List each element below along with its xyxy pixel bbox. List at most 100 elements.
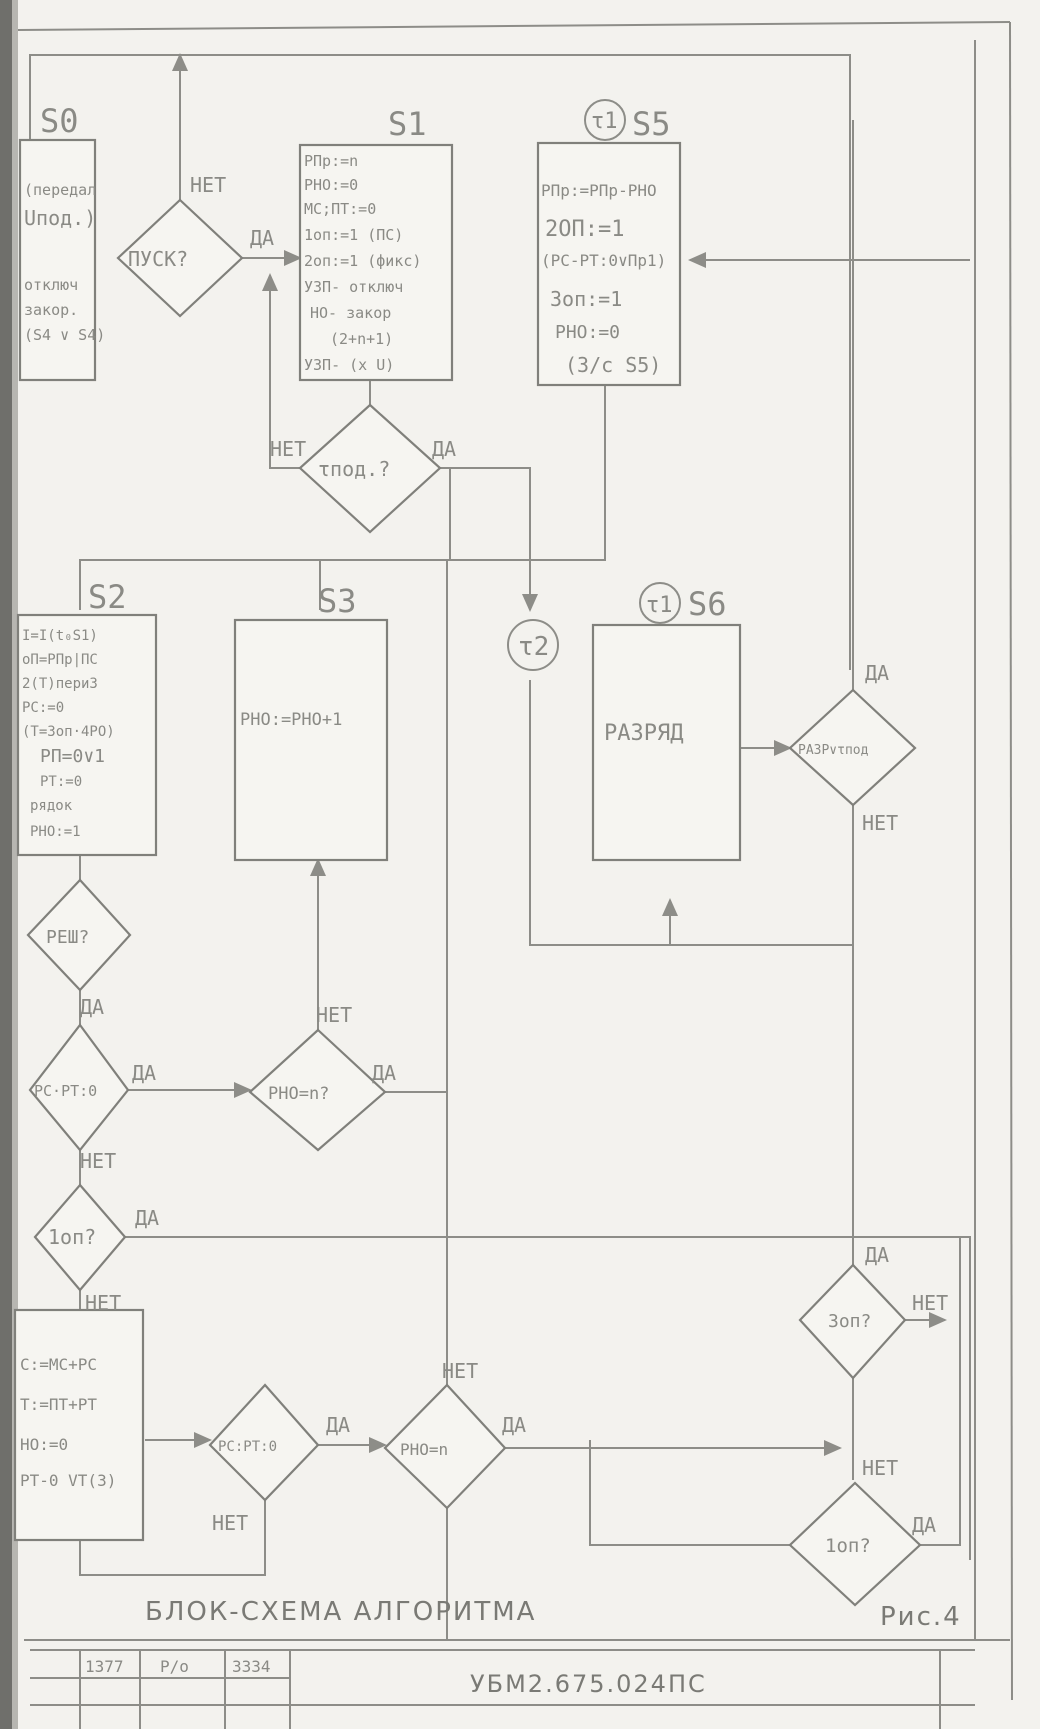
decision-op3: 3оп?: [798, 1263, 907, 1380]
s1-line: РНО:=0: [304, 176, 358, 194]
stamp-cell: 3334: [232, 1657, 271, 1676]
label-no: НЕТ: [212, 1511, 248, 1535]
label-no: НЕТ: [316, 1003, 352, 1027]
state-s1-lines: РПр:=n РНО:=0 МС;ПТ:=0 1оп:=1 (ПС) 2оп:=…: [304, 152, 421, 374]
state-s0-lines: (передал Uпод.) отключ закор. (S4 ∨ S4): [24, 181, 105, 344]
s5-line: РПр:=РПр-РНО: [541, 181, 657, 200]
decision-label: РС:РТ:0: [218, 1439, 277, 1455]
s1-line: МС;ПТ:=0: [304, 200, 376, 218]
t2-connector: [507, 619, 559, 671]
title-block: 1377 Р/о 3334 УБМ2.675.024ПС: [30, 1649, 975, 1729]
state-s1-title: S1: [388, 105, 427, 143]
decision-label: ПУСК?: [128, 247, 188, 271]
s0-line: (S4 ∨ S4): [24, 326, 105, 344]
decision-rcrt: РС·РТ:0: [28, 1023, 130, 1152]
label-no: НЕТ: [442, 1359, 478, 1383]
stamp-cell: 1377: [85, 1657, 124, 1676]
s5-line: (РС-РТ:0∨Пр1): [541, 251, 666, 270]
state-s6-timer: τ1: [646, 593, 673, 618]
s5-line: (3/c S5): [565, 353, 661, 377]
state-s3-title: S3: [318, 582, 357, 620]
state-s3-text: РНО:=РНО+1: [240, 710, 342, 730]
decision-label: 3оп?: [828, 1311, 871, 1332]
s1-line: (2+n+1): [330, 330, 393, 348]
s2-line: РП=0∨1: [40, 746, 105, 767]
s1-line: 1оп:=1 (ПС): [304, 226, 403, 244]
s2-line: РС:=0: [22, 700, 64, 716]
flow-lines: [29, 53, 971, 1640]
state-s1-box: [298, 143, 454, 382]
state-s6-text: РАЗРЯД: [604, 721, 683, 746]
s4-line: С:=МС+РС: [20, 1355, 97, 1374]
t2-label: τ2: [518, 632, 549, 662]
state-s5-title: S5: [632, 105, 671, 143]
s2-line: (Т=3оп·4РО): [22, 724, 115, 740]
s2-line: 2(Т)пери3: [22, 676, 98, 692]
state-s2-lines: I=I(t₀S1) оП=РПр|ПС 2(Т)пери3 РС:=0 (Т=3…: [22, 628, 115, 840]
state-s0-title: S0: [40, 102, 79, 140]
state-s5-lines: РПр:=РПр-РНО 2ОП:=1 (РС-РТ:0∨Пр1) 3оп:=1…: [541, 181, 666, 377]
state-s3-box: [233, 618, 389, 862]
decision-label: РНО=n: [400, 1440, 448, 1459]
s5-line: 2ОП:=1: [545, 217, 624, 242]
label-yes: ДА: [865, 661, 889, 685]
s1-line: УЗП- (x U): [304, 356, 394, 374]
decision-rho-n-1: РНО=n?: [248, 1028, 387, 1152]
label-yes: ДА: [502, 1413, 526, 1437]
decision-op1-a: 1оп?: [33, 1183, 127, 1292]
s0-line: отключ: [24, 276, 78, 294]
label-yes: ДА: [132, 1061, 156, 1085]
figure-number: Рис.4: [880, 1602, 962, 1632]
s4-line: НО:=0: [20, 1435, 68, 1454]
s1-line: НО- закор: [310, 304, 391, 322]
document-code: УБМ2.675.024ПС: [470, 1670, 707, 1698]
label-yes: ДА: [432, 437, 456, 461]
s5-line: 3оп:=1: [550, 287, 622, 311]
s2-line: РНО:=1: [30, 824, 81, 840]
s0-line: закор.: [24, 301, 78, 319]
timer-circle: [639, 582, 681, 624]
decision-label: 1оп?: [48, 1225, 96, 1249]
decision-pusk: ПУСК?: [116, 198, 244, 318]
decision-razr: РАЗР∨τпод: [788, 688, 917, 807]
s1-line: РПр:=n: [304, 152, 358, 170]
s1-line: УЗП- отключ: [304, 278, 403, 296]
decision-label: РС·РТ:0: [34, 1082, 97, 1100]
decision-tpod: τпод.?: [298, 403, 442, 534]
state-s0-box: [18, 138, 97, 382]
label-no: НЕТ: [85, 1291, 121, 1315]
scan-edge: [0, 0, 12, 1729]
decision-label: РНО=n?: [268, 1084, 329, 1104]
s0-line: Uпод.): [24, 206, 96, 230]
decision-rho-n-2: РНО=n: [383, 1383, 507, 1510]
label-no: НЕТ: [80, 1149, 116, 1173]
decision-label: τпод.?: [318, 457, 390, 481]
decision-op1-b: 1оп?: [788, 1481, 922, 1607]
timer-circle: [584, 99, 626, 141]
state-s5-box: [536, 141, 682, 387]
decision-resh: РЕШ?: [26, 878, 132, 992]
label-no: НЕТ: [862, 1456, 898, 1480]
state-s6-box: [591, 623, 742, 862]
label-no: НЕТ: [190, 173, 226, 197]
branch-labels: НЕТ ДА НЕТ ДА ДА ДА НЕТ НЕТ ДА ДА НЕТ ДА…: [80, 173, 948, 1537]
decision-label: РАЗР∨τпод: [798, 743, 869, 758]
state-s4-box: [13, 1308, 145, 1542]
state-s2-title: S2: [88, 578, 127, 616]
s2-line: I=I(t₀S1): [22, 628, 98, 644]
frame: [17, 21, 1013, 1701]
label-yes: ДА: [912, 1513, 936, 1537]
label-no: НЕТ: [912, 1291, 948, 1315]
s5-line: РНО:=0: [555, 322, 620, 343]
stamp-cell: Р/о: [160, 1657, 189, 1676]
decision-rcrt-2: РС:РТ:0: [208, 1383, 320, 1502]
s4-line: РТ-0 VТ(3): [20, 1471, 116, 1490]
scan-edge-soft: [12, 0, 18, 1729]
s4-line: Т:=ПТ+РТ: [20, 1395, 97, 1414]
s2-line: оП=РПр|ПС: [22, 652, 98, 668]
label-yes: ДА: [372, 1061, 396, 1085]
s2-line: рядок: [30, 798, 73, 814]
label-yes: ДА: [326, 1413, 350, 1437]
